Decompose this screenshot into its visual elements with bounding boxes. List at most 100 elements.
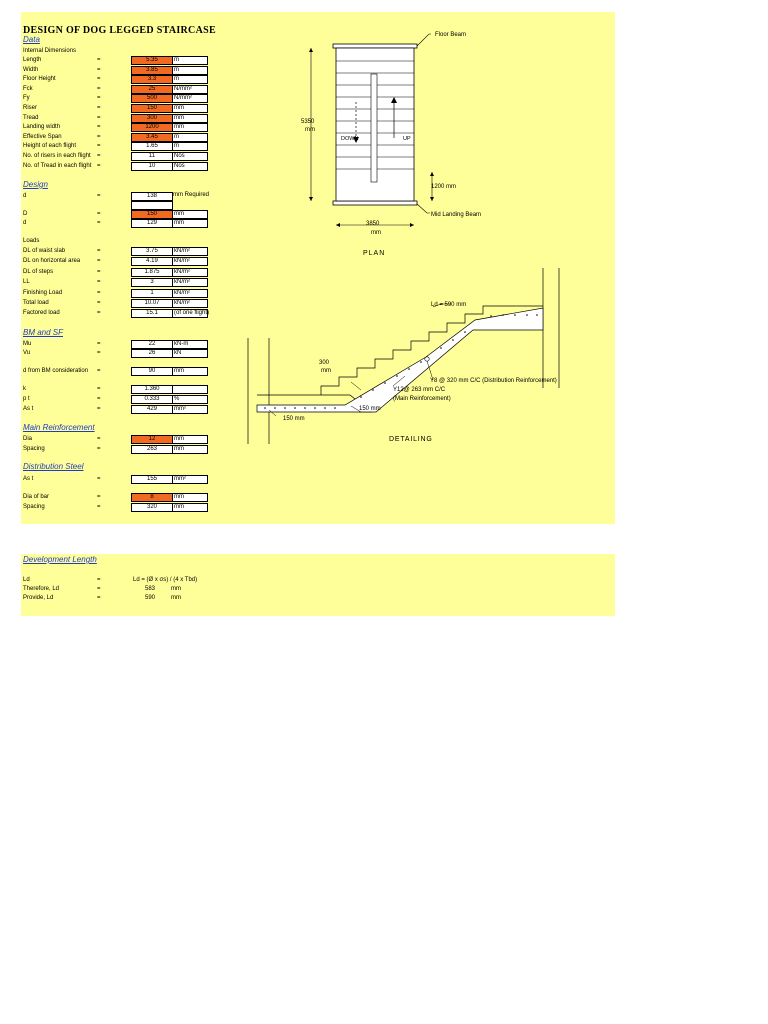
plan-caption: PLAN (363, 250, 385, 257)
pt-label: p t (23, 396, 30, 402)
main-spacing-label: Spacing (23, 446, 45, 452)
development-length-sheet: Development Length Ld = Ld = (Ø x σs) / … (21, 554, 615, 616)
main-reinforcement-heading: Main Reinforcement (23, 423, 95, 432)
ld-provide-eq: = (97, 595, 101, 601)
dist-spacing-eq: = (97, 504, 101, 510)
row-eq: = (97, 57, 101, 63)
distribution-steel-heading: Distribution Steel (23, 462, 84, 471)
main-dia-unit: mm (172, 435, 208, 444)
dist-dia-label: Dia of bar (23, 494, 50, 500)
row-unit: m (172, 56, 208, 65)
down-label: DOWN (341, 136, 358, 142)
tread-value: 300 (319, 360, 330, 366)
row-eq: = (97, 124, 101, 131)
row-unit: kN/m² (172, 299, 208, 308)
design-sheet: DESIGN OF DOG LEGGED STAIRCASE Data Inte… (21, 12, 615, 524)
row-eq: = (97, 143, 101, 150)
main-spacing-unit: mm (172, 445, 208, 454)
row-eq: = (97, 248, 101, 254)
mu-eq: = (97, 341, 101, 347)
d-bm-unit: mm (172, 367, 208, 376)
d-required-label: d (23, 193, 27, 199)
k-unit (172, 385, 208, 394)
ld-provide-unit: mm (171, 595, 181, 601)
mid-landing-beam (332, 200, 418, 206)
vu-eq: = (97, 350, 101, 356)
k-eq: = (97, 386, 101, 392)
y12-label: Y12@ 263 mm C/C (393, 387, 446, 393)
floor-beam-label: Floor Beam (435, 32, 466, 38)
design-heading: Design (23, 180, 48, 189)
ld-provide-label: Provide, Ld (23, 595, 54, 601)
row-unit: kN/m² (172, 278, 208, 288)
ld-row-label: Ld (23, 577, 30, 583)
row-unit: kN/m² (172, 267, 208, 277)
D-label: D (23, 211, 28, 217)
row-label: DL of waist slab (23, 248, 66, 254)
row-unit: m (172, 75, 208, 85)
row-label: Total load (23, 300, 49, 306)
dist-spacing-unit: mm (172, 503, 208, 512)
row-label: DL on horizontal area (23, 258, 81, 265)
row-eq: = (97, 66, 101, 73)
spacer-cell[interactable] (131, 201, 173, 210)
data-heading: Data (23, 35, 40, 44)
ld-formula: Ld = (Ø x σs) / (4 x Tbd) (133, 577, 198, 583)
row-unit: kN/m² (172, 247, 208, 256)
row-label: Length (23, 57, 42, 63)
row-unit: N/mm² (172, 84, 208, 94)
row-label: No. of risers in each flight (23, 153, 91, 159)
row-label: Fck (23, 85, 33, 92)
dist-ast-label: As t (23, 476, 34, 482)
row-eq: = (97, 76, 101, 83)
mid-landing-label: Mid Landing Beam (431, 212, 481, 218)
width-unit: mm (371, 230, 381, 236)
thk-label-1: 150 mm (359, 406, 381, 412)
y12-sub-label: (Main Reinforcement) (393, 396, 451, 402)
ast-unit: mm² (172, 405, 208, 414)
row-unit: (of one flight) (172, 309, 210, 319)
k-label: k (23, 386, 26, 392)
d-label: d (23, 220, 27, 226)
row-label: Tread (23, 114, 39, 121)
loads-label: Loads (23, 238, 40, 244)
row-eq: = (97, 153, 101, 159)
d-unit: mm (172, 219, 208, 228)
row-unit: kN/m² (172, 288, 208, 298)
row-eq: = (97, 300, 101, 306)
row-unit: m (172, 65, 208, 75)
dist-dia-unit: mm (172, 493, 208, 502)
dist-ast-unit: mm² (172, 475, 208, 484)
row-label: Width (23, 66, 39, 73)
ld-provide-value: 590 (145, 595, 156, 601)
ld-row-eq: = (97, 577, 101, 583)
row-label: DL of steps (23, 268, 54, 275)
main-dia-label: Dia (23, 436, 33, 442)
tread-unit: mm (321, 368, 331, 374)
D-eq: = (97, 211, 101, 217)
d-required-value[interactable]: 138 (131, 192, 173, 201)
landing-dim-label: 1200 mm (431, 184, 456, 190)
length-unit: mm (305, 127, 315, 133)
width-value: 3850 (366, 221, 380, 227)
row-eq: = (97, 133, 101, 140)
thk-label-2: 150 mm (283, 416, 305, 422)
dist-spacing-label: Spacing (23, 504, 45, 510)
row-unit: mm (172, 104, 208, 113)
ld-label: Ld = 590 mm (431, 302, 466, 308)
row-eq: = (97, 105, 101, 111)
y8-label: Y8 @ 320 mm C/C (Distribution Reinforcem… (430, 378, 557, 384)
ld-therefore-value: 583 (145, 586, 156, 592)
row-eq: = (97, 310, 101, 317)
main-dia-eq: = (97, 436, 101, 442)
row-unit: m (172, 132, 208, 142)
row-eq: = (97, 268, 101, 275)
row-label: Fy (23, 95, 30, 102)
detailing-drawing: Ld = 590 mm 300 mm Y8 @ 320 mm C/C (Dist… (247, 268, 560, 444)
row-label: LL (23, 279, 30, 286)
d-bm-label: d from BM consideration (23, 368, 89, 374)
row-label: Height of each flight (23, 143, 77, 150)
main-spacing-eq: = (97, 446, 101, 452)
development-length-heading: Development Length (23, 555, 97, 564)
d-eq: = (97, 220, 101, 226)
